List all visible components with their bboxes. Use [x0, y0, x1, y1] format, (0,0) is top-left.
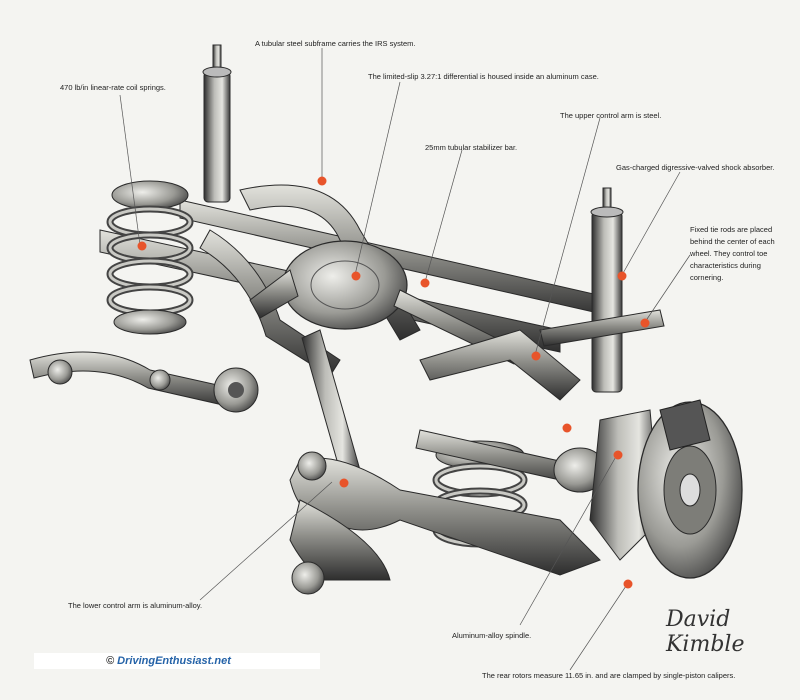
marker-upper-arm — [531, 351, 541, 361]
marker-subframe — [317, 176, 327, 186]
label-shock: Gas-charged digressive-valved shock abso… — [616, 163, 775, 172]
site-link[interactable]: DrivingEnthusiast.net — [117, 655, 231, 667]
label-stabilizer: 25mm tubular stabilizer bar. — [425, 143, 518, 152]
label-rotors: The rear rotors measure 11.65 in. and ar… — [482, 671, 736, 680]
right-shock-absorber — [590, 187, 624, 393]
marker-spindle — [613, 450, 623, 460]
marker-rotors — [623, 579, 633, 589]
upper-control-arm — [419, 329, 581, 401]
label-spindle: Aluminum-alloy spindle. — [452, 631, 532, 640]
label-coil-springs: 470 lb/in linear-rate coil springs. — [60, 83, 166, 92]
marker-shock — [617, 271, 627, 281]
copyright-symbol: © — [106, 655, 115, 667]
left-shock-absorber — [202, 44, 232, 203]
leader-lines — [119, 48, 691, 671]
marker-tie-rod-joint — [562, 423, 572, 433]
left-coil-spring — [106, 180, 194, 335]
marker-differential — [351, 271, 361, 281]
callout-markers — [137, 176, 650, 589]
label-subframe: A tubular steel subframe carries the IRS… — [255, 39, 416, 48]
label-tie-rods: Fixed tie rods are placed behind the cen… — [690, 225, 775, 282]
artist-signature: David Kimble — [666, 607, 745, 657]
label-differential: The limited-slip 3.27:1 differential is … — [368, 72, 599, 81]
marker-lower-arm — [339, 478, 349, 488]
brake-rotor — [637, 399, 743, 579]
copyright-footer: © DrivingEnthusiast.net — [34, 653, 320, 669]
label-upper-arm: The upper control arm is steel. — [560, 111, 662, 120]
marker-coil-springs — [137, 241, 147, 251]
marker-tie-rods — [640, 318, 650, 328]
marker-stabilizer — [420, 278, 430, 288]
label-lower-arm: The lower control arm is aluminum-alloy. — [68, 601, 203, 610]
